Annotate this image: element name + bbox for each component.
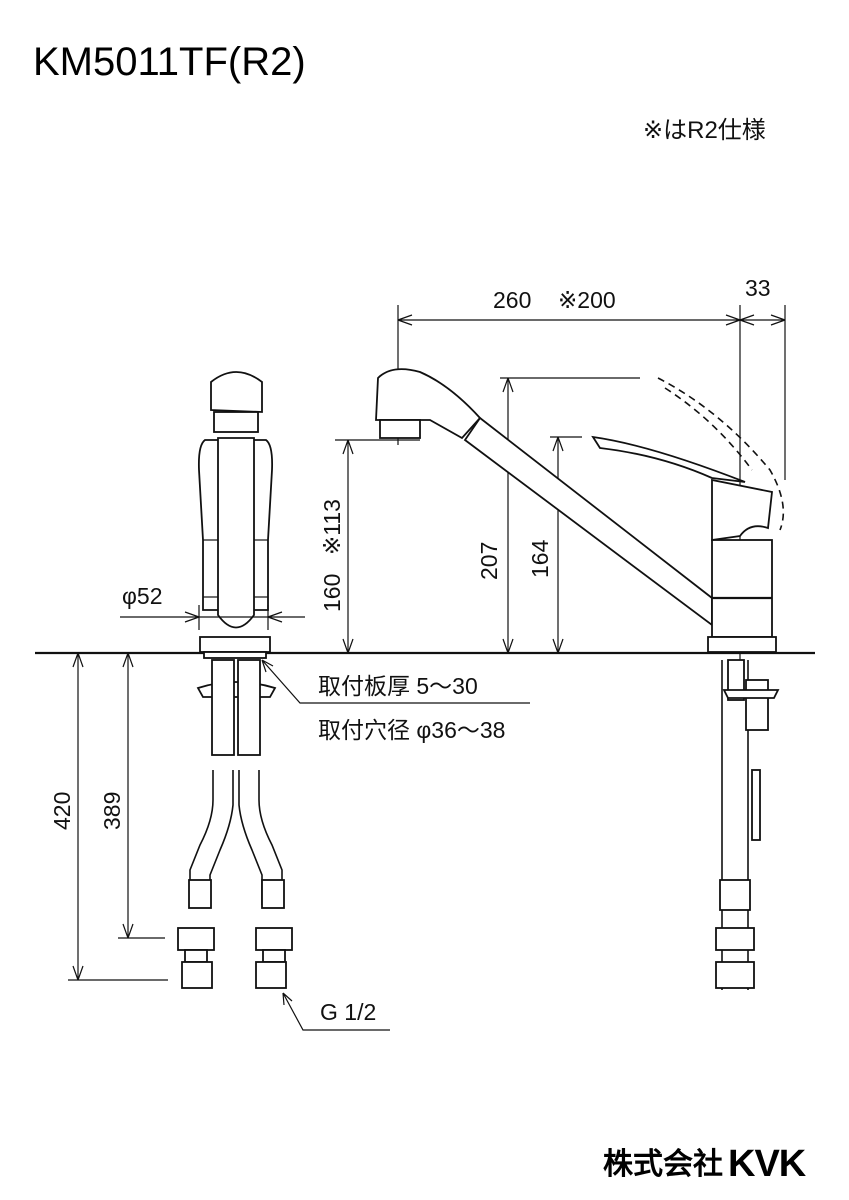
thread-label: G 1/2 — [320, 999, 376, 1025]
dim-33-label: 33 — [745, 275, 771, 301]
dim-164 — [550, 436, 582, 654]
dim-260-label: 260 — [493, 287, 531, 313]
faucet-side-view — [375, 368, 785, 990]
kvk-logo: 株式会社 KVK — [603, 1143, 808, 1185]
logo-brand: KVK — [728, 1143, 807, 1185]
dim-389-label: 389 — [99, 792, 125, 830]
dim-420-label: 420 — [49, 792, 75, 830]
logo-company: 株式会社 — [603, 1148, 723, 1181]
r2-spec-note: ※はR2仕様 — [643, 117, 766, 144]
dim-phi52 — [120, 605, 305, 630]
dim-389 — [118, 652, 165, 939]
dim-160-label: 160 — [319, 574, 345, 612]
dim-207-label: 207 — [476, 542, 502, 580]
dim-260 — [397, 305, 786, 660]
thread-leader — [282, 992, 390, 1031]
model-title: KM5011TF(R2) — [33, 40, 306, 84]
dim-113-label: ※113 — [319, 499, 345, 555]
faucet-front-view — [197, 371, 274, 659]
hole-diameter-label: 取付穴径 φ36〜38 — [318, 717, 505, 743]
dim-160 — [335, 439, 420, 654]
dim-164-label: 164 — [527, 539, 553, 578]
dim-200-label: ※200 — [558, 287, 616, 313]
dim-420 — [68, 652, 168, 981]
dim-phi52-label: φ52 — [122, 583, 163, 609]
dim-207 — [500, 377, 640, 654]
front-hoses — [177, 659, 293, 989]
mounting-leader — [261, 659, 530, 704]
plate-thickness-label: 取付板厚 5〜30 — [318, 673, 478, 699]
